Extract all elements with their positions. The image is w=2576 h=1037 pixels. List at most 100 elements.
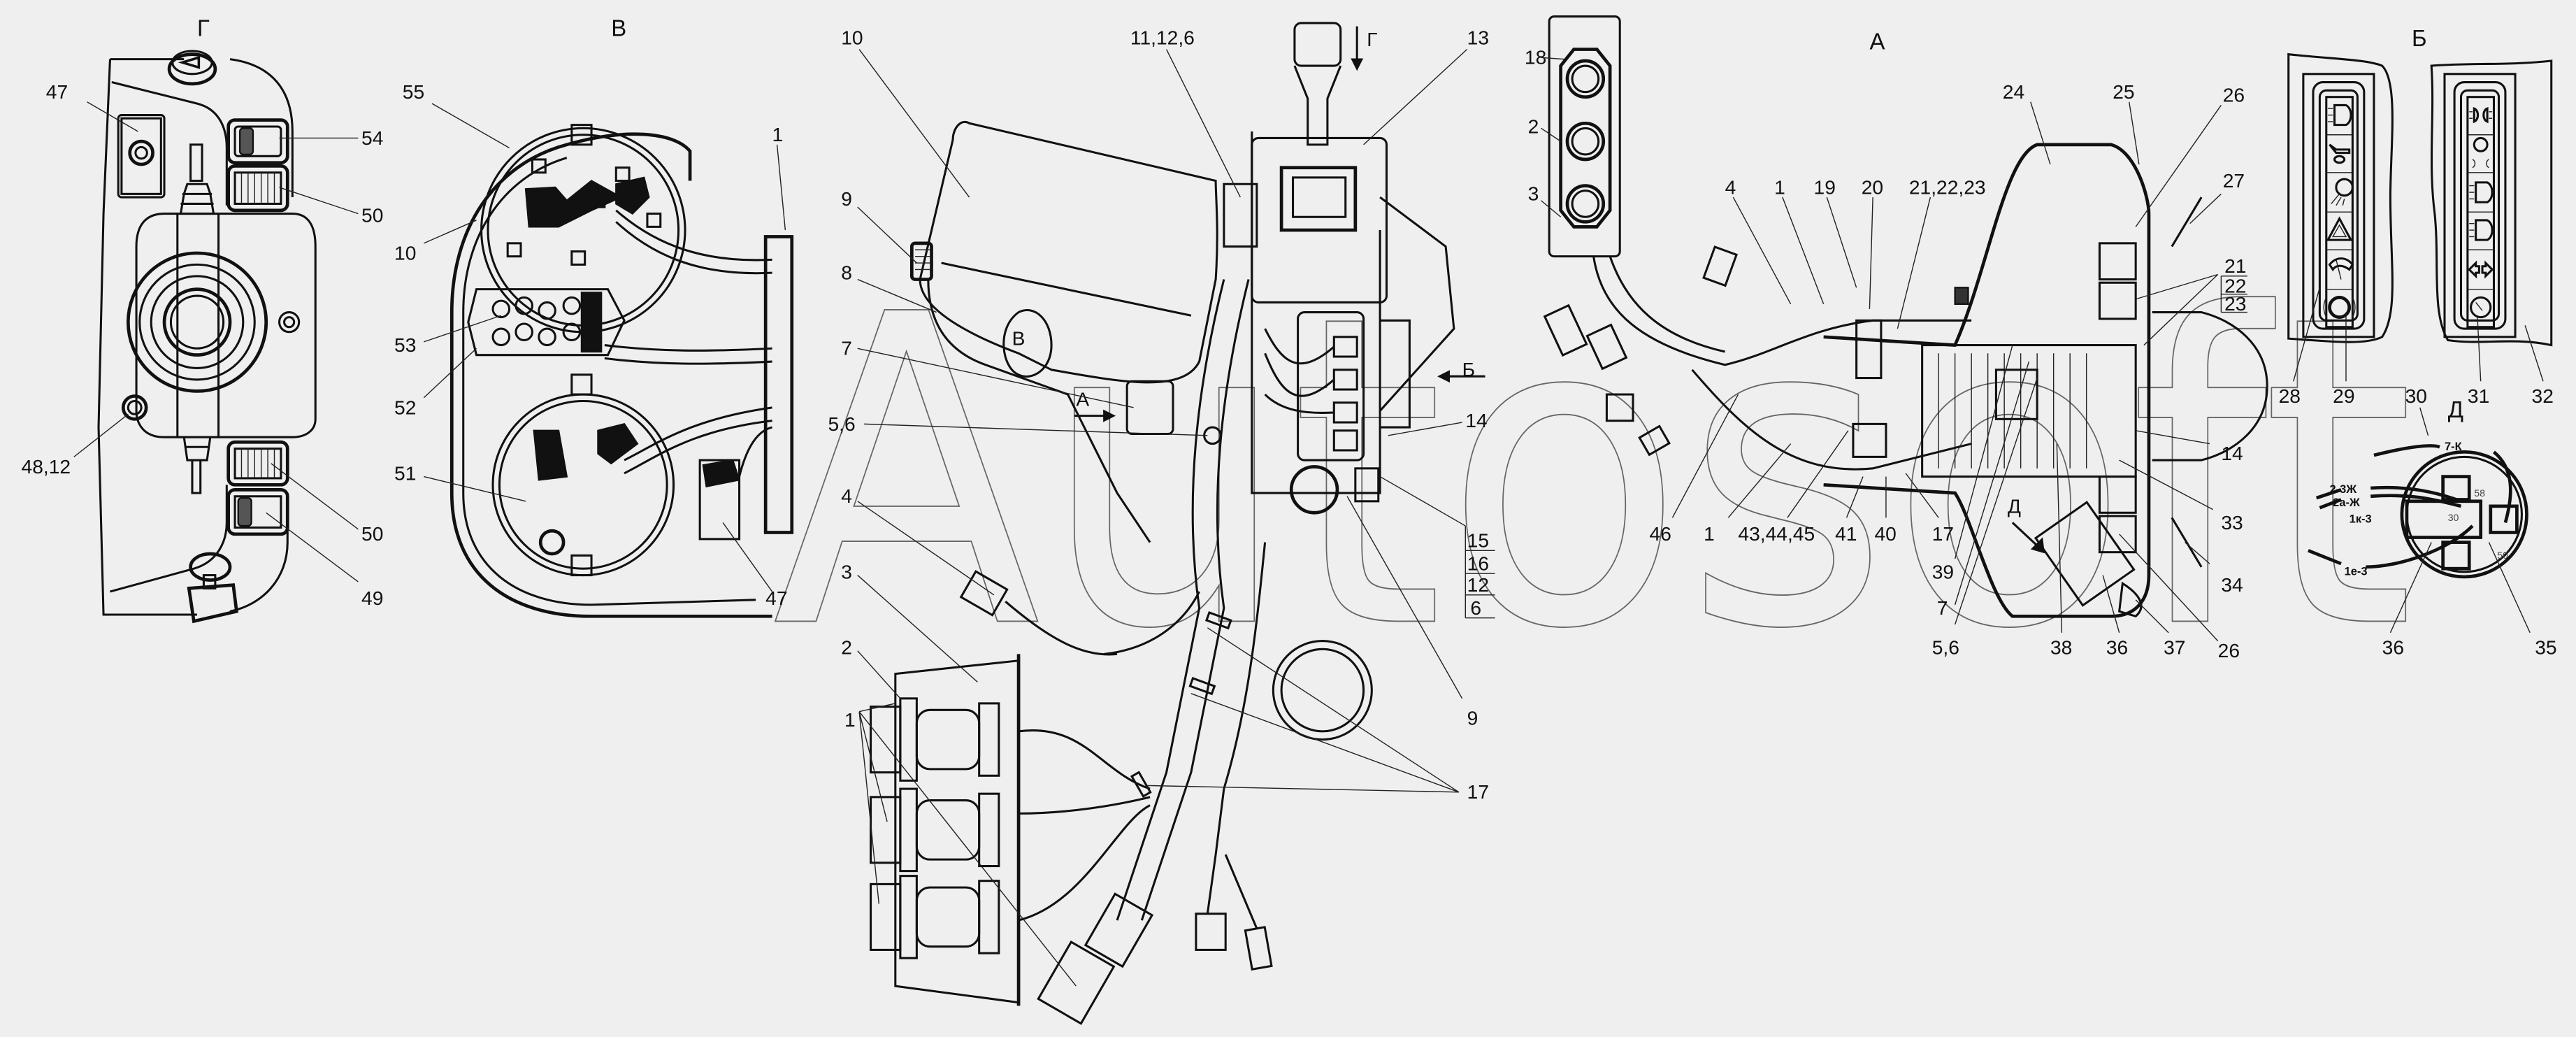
label-1-v: 1 [772,123,784,145]
switch-icons-right [2468,107,2494,319]
label-55: 55 [403,80,424,103]
harness-trunk [1116,279,1250,921]
view-a-right-labels: 14 33 34 [2119,430,2243,596]
view-d: Д 7-К 2-3Ж 2а-Ж 1к-3 1е-3 58 30 50 36 [2308,396,2557,658]
view-a: А 18 2 3 [1525,15,2268,661]
rocker-switch-50-bottom [226,440,289,487]
view-a-title: А [1869,29,1885,55]
connector-left-a [1543,303,1588,357]
round-button-top [167,50,217,86]
view-b: Б [2279,25,2554,436]
label-54: 54 [361,127,383,149]
switch-panel-left-28 [2287,52,2394,343]
label-2-a: 2 [1528,115,1539,137]
wire-mid [604,344,772,365]
stack-21: 21 [2224,255,2246,277]
label-2-main: 2 [841,636,852,658]
connector-1a [870,697,1000,782]
label-43-44-45: 43,44,45 [1738,522,1815,545]
joystick-housing [135,213,317,438]
label-47-v: 47 [765,587,787,609]
screw-right [278,311,301,334]
view-b-labels: 28 29 30 31 32 [2279,287,2554,436]
headlight-icon-2 [2469,219,2494,241]
label-13: 13 [1467,26,1489,48]
label-39: 39 [1932,560,1954,582]
console-outline-left [97,59,198,616]
connector-upper-a [1702,245,1739,287]
cable-8 [927,279,1151,543]
label-9-main: 9 [841,187,852,210]
terminal-wires [2308,444,2512,569]
label-37: 37 [2164,636,2185,658]
label-20: 20 [1862,176,1883,198]
view-g-title: Г [197,15,210,41]
clamp-41 [1852,422,1887,458]
rocker-switch-54 [226,118,289,165]
label-21-22-23: 21,22,23 [1909,176,1986,198]
label-8: 8 [841,262,852,284]
connector-bracket-3 [870,654,1021,1006]
plug-small-a [1195,913,1227,951]
wire-2a-zh: 2а-Ж [2333,496,2360,509]
label-32: 32 [2532,385,2554,407]
terminal-block [1264,311,1365,462]
label-7-main: 7 [841,337,852,359]
label-24: 24 [2003,80,2024,103]
lever-boot-bottom [182,436,212,494]
label-5-6-main: 5,6 [828,413,855,435]
gear-lever-13 [1251,22,1388,303]
view-g: Г [22,15,383,624]
work-light-icon [2331,178,2354,206]
rocker-switch-49 [226,488,289,536]
console-inner-line [111,81,228,206]
console-housing-10 [919,121,1218,384]
wire-labels-d: 7-К 2-3Ж 2а-Ж 1к-3 1е-3 58 30 50 [2329,441,2508,578]
label-26-bottom: 26 [2218,639,2240,661]
label-50-bottom: 50 [361,522,383,545]
plug-small-b [1244,926,1273,971]
steering-shroud-14 [2152,311,2268,462]
label-1-main: 1 [844,708,856,731]
wiper-washer-icon [2328,257,2354,280]
stack-16: 16 [1467,552,1489,575]
ignition-key [187,552,239,624]
label-30: 30 [2405,385,2427,407]
label-9-lower: 9 [1467,706,1478,729]
label-25: 25 [2113,80,2134,103]
view-a-top-labels: 4 1 19 20 21,22,23 24 25 26 27 21 22 23 [1725,80,2247,346]
label-3-a: 3 [1528,183,1539,205]
stack-6: 6 [1470,596,1481,619]
label-29: 29 [2333,385,2354,407]
view-a-bottom-labels: 46 1 43,44,45 41 40 17 39 7 5,6 38 36 37… [1650,345,2240,661]
bolt-48-12 [121,394,148,421]
label-36-d: 36 [2382,636,2404,658]
flange-1 [763,235,794,534]
plate-14 [1380,319,1411,429]
main-labels: 10 11,12,6 13 9 8 7 5,6 4 3 2 1 14 9 [828,26,1495,987]
connector-9 [909,241,933,281]
view-v-callout [1002,309,1053,378]
label-40: 40 [1874,522,1896,545]
headlight-icon [2469,181,2494,203]
wire-lower [624,406,772,475]
wire-upper [615,209,772,275]
knob [1289,465,1339,515]
label-46: 46 [1650,522,1671,545]
label-1-a: 1 [1774,176,1785,198]
connector-lower [533,429,568,481]
harness-end-connector [1037,892,1154,1025]
terminal-30: 30 [2448,512,2459,523]
relay-47 [698,459,741,541]
label-stack-15-16-12-6: 15 16 12 6 [1379,475,1495,619]
view-v-title: В [611,15,626,41]
label-52: 52 [394,396,416,418]
harness-bundle-a [1592,256,1972,366]
joystick-base [126,251,268,393]
bracket-13 [1251,131,1455,494]
stack-15: 15 [1467,529,1489,552]
side-lights-icon [2469,107,2493,124]
dashboard-illumination-icon [2472,136,2489,169]
